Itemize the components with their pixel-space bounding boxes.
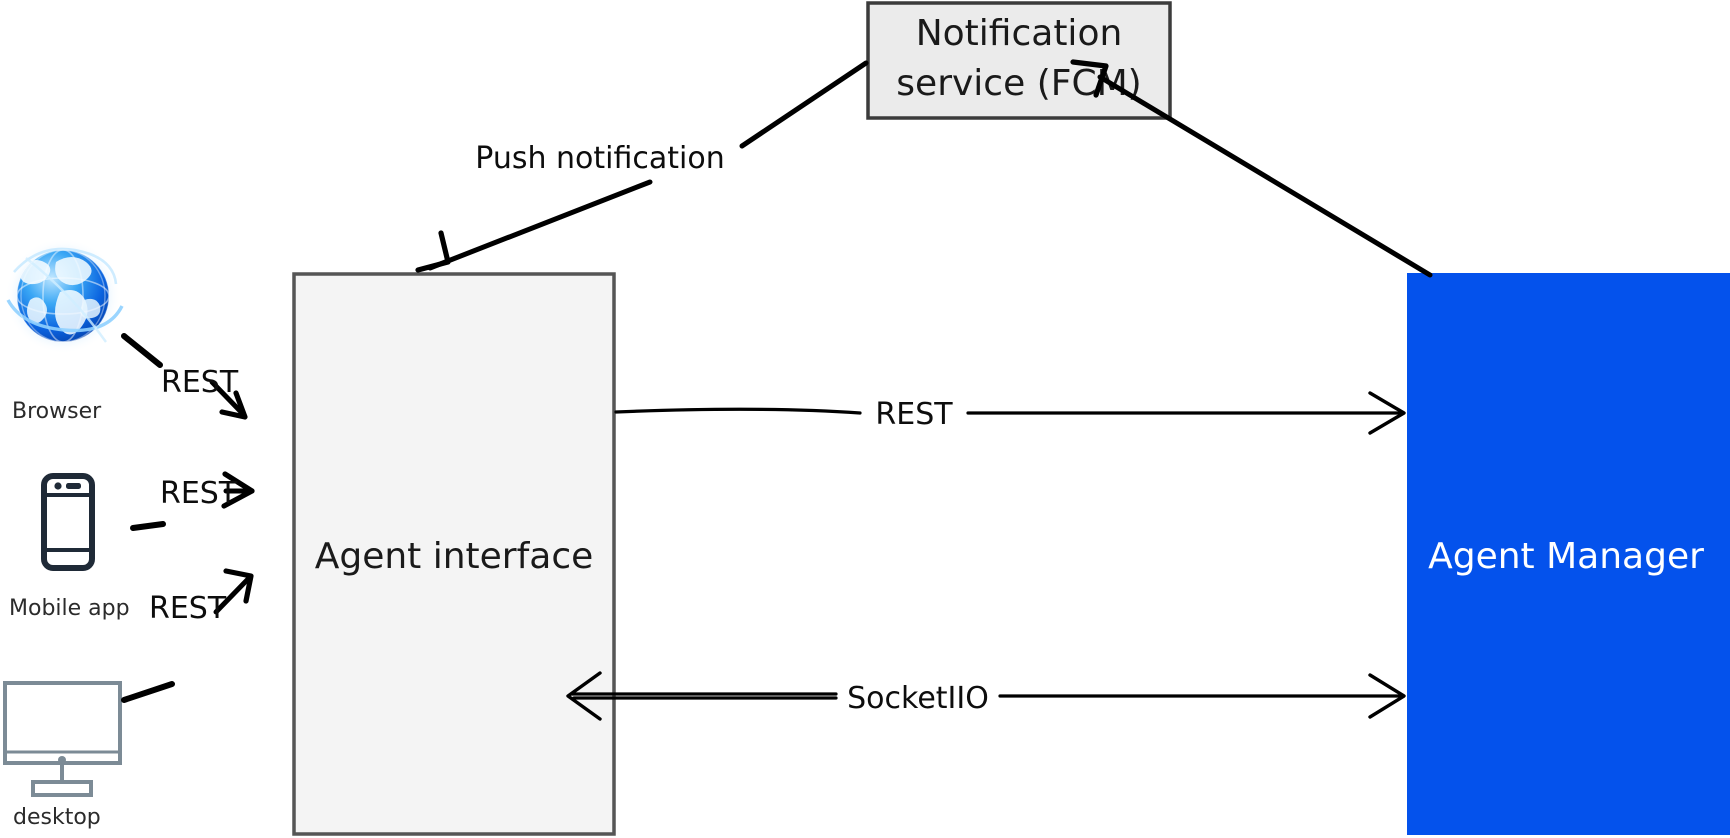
browser-label: Browser bbox=[12, 399, 102, 424]
agent-interface-box[interactable] bbox=[292, 272, 616, 836]
edge-label-socketio: SocketIIO bbox=[847, 681, 989, 716]
agent-manager-box[interactable] bbox=[1407, 273, 1730, 835]
globe-icon bbox=[5, 238, 124, 354]
edge-label-browser-rest: REST bbox=[161, 365, 239, 400]
node-agent-interface[interactable]: Agent interface bbox=[292, 272, 616, 836]
edge-desktop-to-interface bbox=[121, 568, 254, 703]
mobile-app-label: Mobile app bbox=[9, 596, 130, 621]
edge-notification-to-interface bbox=[415, 60, 869, 273]
agent-manager-label: Agent Manager bbox=[1428, 536, 1704, 577]
edge-label-desktop-rest: REST bbox=[149, 591, 227, 626]
edge-label-interface-manager-rest: REST bbox=[875, 397, 953, 432]
edge-browser-to-interface bbox=[121, 333, 248, 420]
notification-service-box[interactable] bbox=[866, 1, 1172, 120]
edge-interface-manager-socketio bbox=[566, 671, 1406, 721]
edge-mobile-to-interface bbox=[130, 471, 255, 531]
mobile-phone-icon bbox=[41, 473, 95, 571]
node-agent-manager[interactable]: Agent Manager bbox=[1407, 273, 1730, 835]
desktop-monitor-icon bbox=[3, 681, 122, 797]
agent-interface-label: Agent interface bbox=[315, 536, 594, 577]
edge-manager-to-notification bbox=[1070, 59, 1433, 278]
notification-service-label-line1: Notification bbox=[916, 13, 1123, 54]
node-notification-service[interactable]: Notification service (FCM) bbox=[866, 1, 1172, 120]
edge-label-mobile-rest: REST bbox=[160, 476, 238, 511]
edge-interface-to-manager-rest bbox=[614, 391, 1406, 435]
edge-label-push-notification: Push notification bbox=[475, 141, 724, 176]
desktop-label: desktop bbox=[13, 805, 101, 830]
